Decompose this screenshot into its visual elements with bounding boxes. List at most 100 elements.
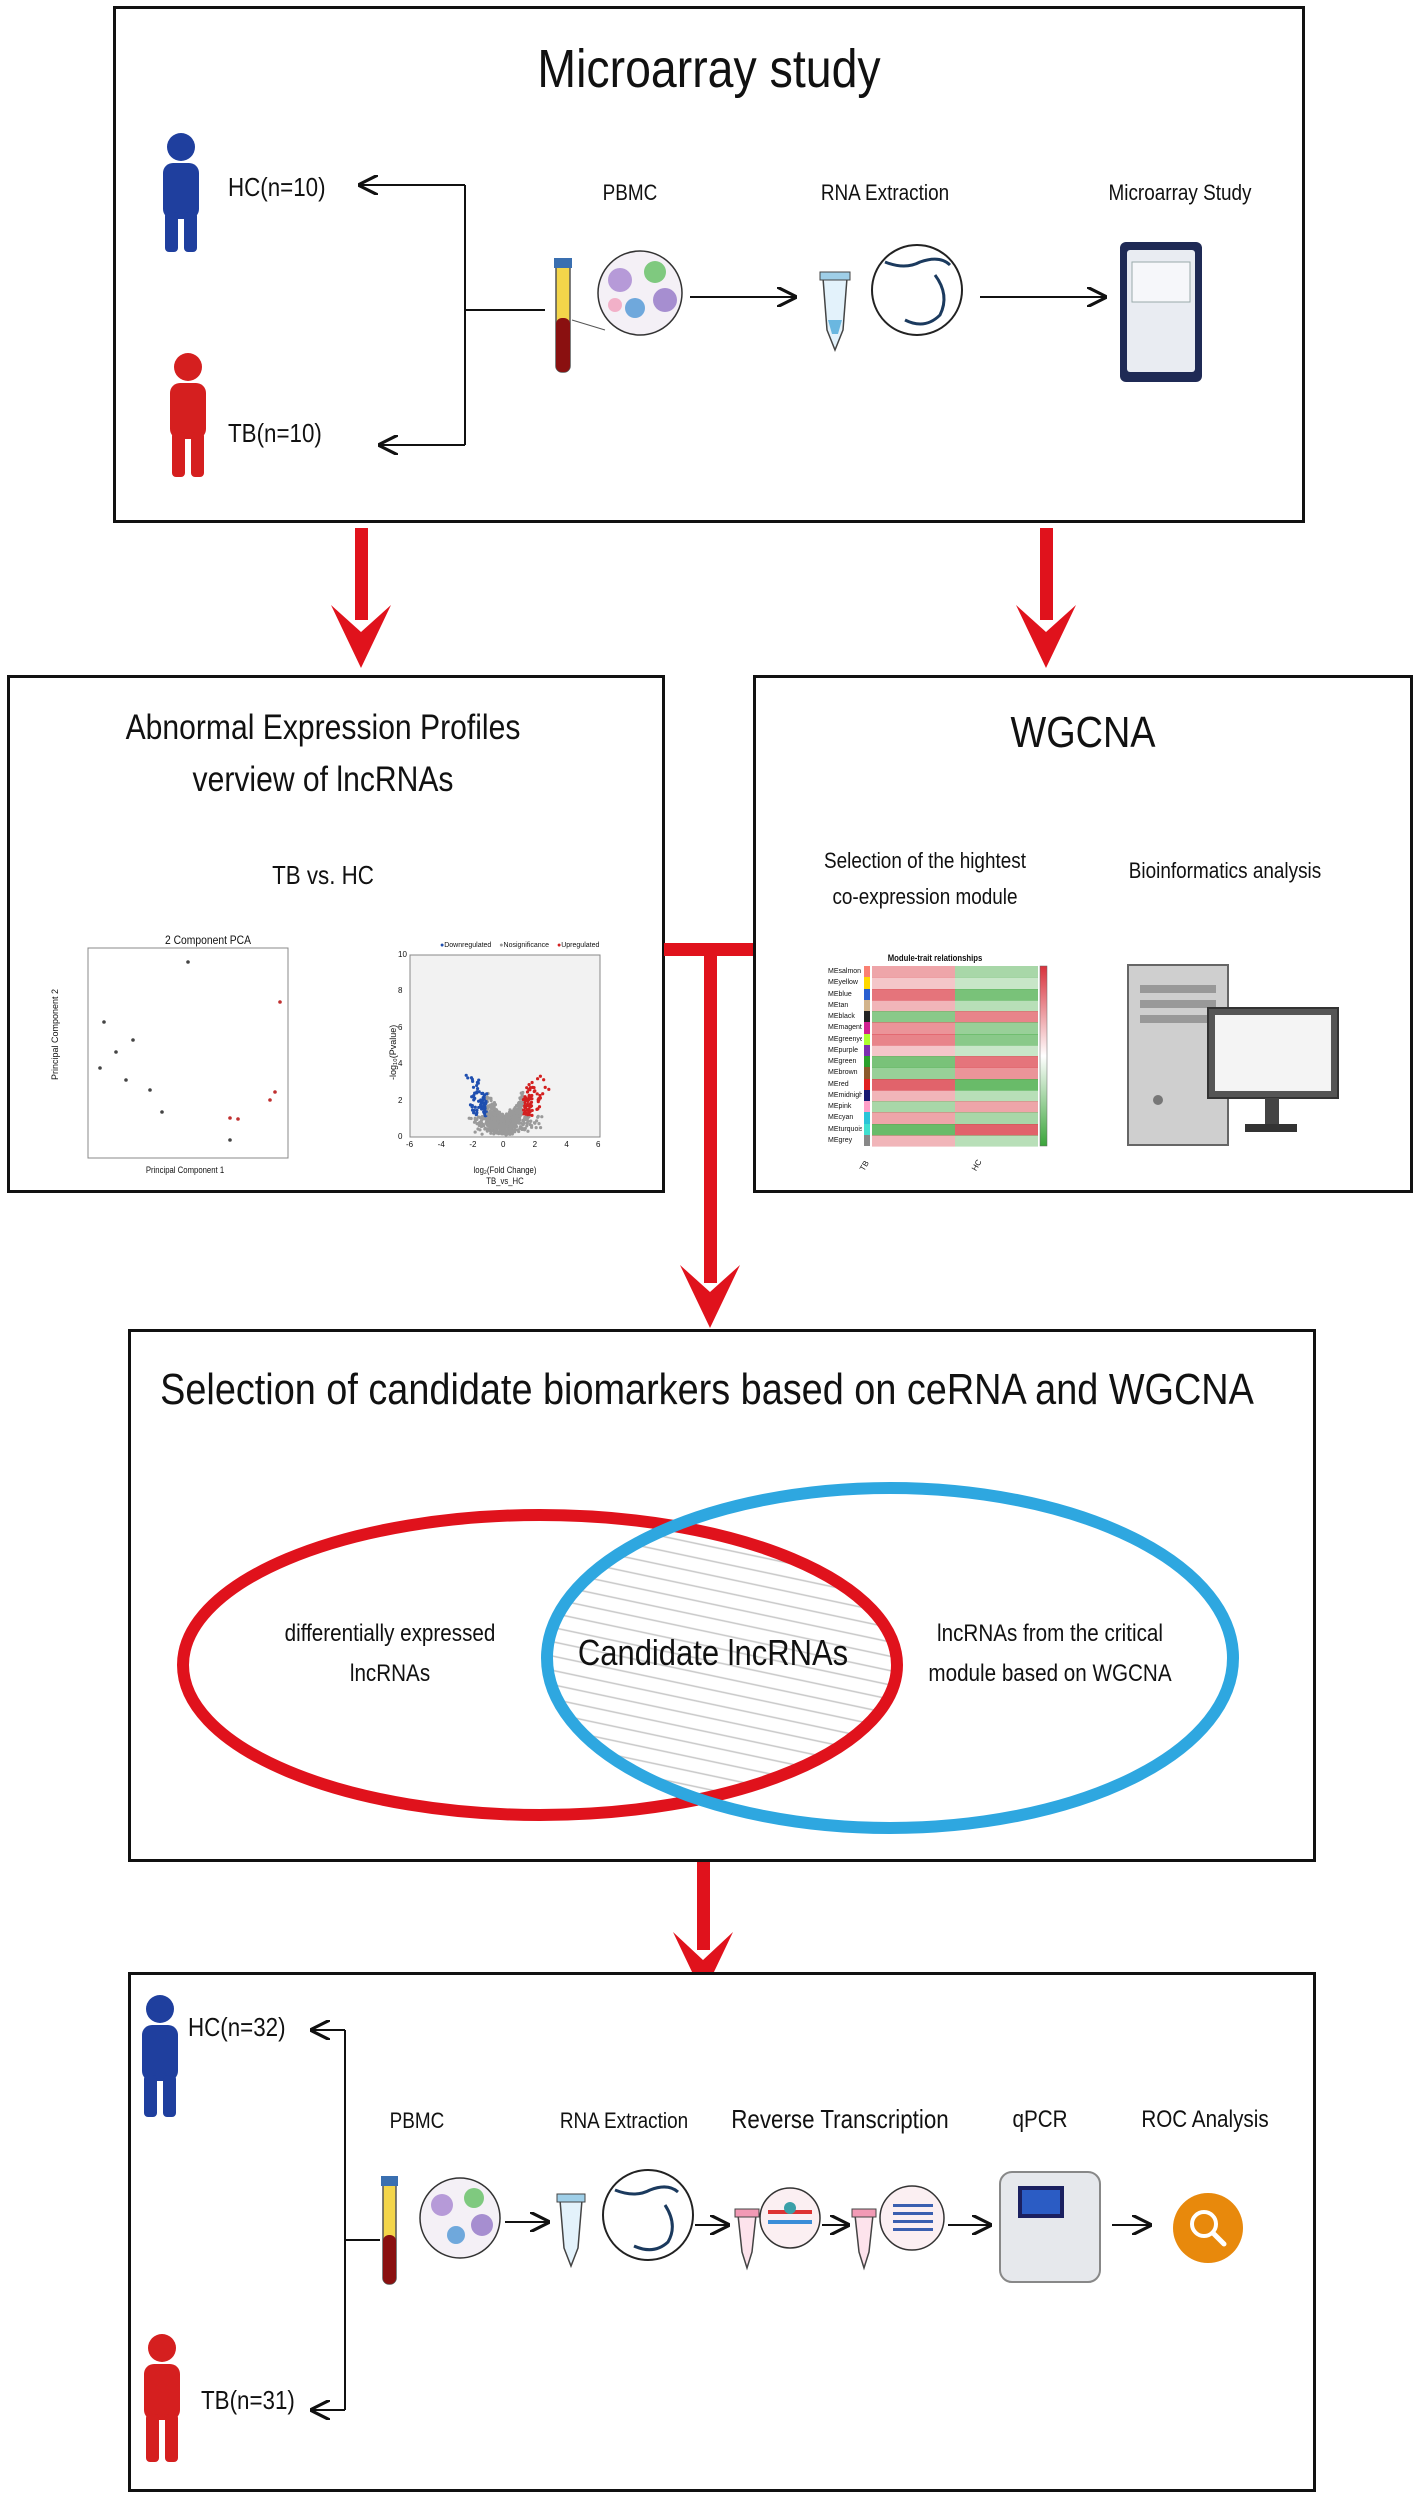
heatmap-module-label: MEpink bbox=[828, 1103, 852, 1110]
volcano-ylabel: -log₁₀(Pvalue) bbox=[388, 1024, 398, 1080]
heatmap-module-label: MEgreenyellow bbox=[828, 1035, 862, 1043]
heatmap-module-label: MEtan bbox=[828, 1001, 849, 1009]
heatmap-module-swatch bbox=[864, 1022, 870, 1034]
pca-xlabel: Principal Component 1 bbox=[145, 1165, 225, 1175]
heatmap-cell bbox=[955, 1134, 1038, 1147]
volcano-legend: ●Downregulated ●Nosignificance ●Upregula… bbox=[440, 942, 599, 949]
heatmap-row: MEblack bbox=[828, 1011, 1038, 1024]
heatmap-module-label: MEgrey bbox=[828, 1136, 853, 1144]
heatmap-cell bbox=[955, 988, 1038, 1001]
heatmap-module-label: MEturquoise bbox=[828, 1125, 862, 1133]
volcano-ytick: 6 bbox=[398, 1022, 403, 1032]
heatmap-module-label: MEpurple bbox=[828, 1046, 858, 1054]
heatmap-row: MEgreen bbox=[828, 1056, 1038, 1069]
candidate-title: Selection of candidate biomarkers based … bbox=[160, 1365, 1254, 1414]
heatmap-module-swatch bbox=[864, 1134, 870, 1146]
comparison-label: TB vs. HC bbox=[272, 860, 374, 890]
heatmap-title: Module-trait relationships bbox=[887, 953, 983, 963]
volcano-ytick: 8 bbox=[398, 986, 403, 996]
pca-title: 2 Component PCA bbox=[164, 933, 252, 947]
heatmap-module-label: MEred bbox=[828, 1080, 849, 1088]
legend-ns: Nosignificance bbox=[503, 942, 550, 949]
rna-extraction-label: RNA Extraction bbox=[820, 180, 950, 205]
hc-group-label-2: HC(n=32) bbox=[188, 2012, 286, 2042]
heatmap-row: MEcyan bbox=[828, 1112, 1038, 1125]
validation-panel bbox=[128, 1972, 1316, 2492]
expression-title-line1: Abnormal Expression Profiles bbox=[125, 708, 521, 747]
heatmap-module-swatch bbox=[864, 1067, 870, 1079]
heatmap-cell bbox=[955, 966, 1038, 979]
microarray-study-label: Microarray Study bbox=[1108, 180, 1252, 205]
heatmap-cell bbox=[872, 1033, 955, 1046]
heatmap-row: MEtan bbox=[828, 999, 1038, 1012]
heatmap-module-swatch bbox=[864, 966, 870, 978]
pbmc-label-2: PBMC bbox=[389, 2108, 445, 2133]
heatmap-cell bbox=[872, 1134, 955, 1147]
heatmap-row: MEblue bbox=[828, 988, 1038, 1001]
wgcna-panel bbox=[753, 675, 1413, 1193]
hc-group-label: HC(n=10) bbox=[228, 172, 326, 202]
heatmap-module-label: MEbrown bbox=[828, 1069, 858, 1077]
heatmap-module-swatch bbox=[864, 1033, 870, 1045]
volcano-xtick: -4 bbox=[437, 1140, 445, 1149]
venn-left-label1: differentially expressed bbox=[284, 1620, 496, 1647]
legend-dot-down: ● bbox=[440, 942, 445, 949]
heatmap-row: MEbrown bbox=[828, 1067, 1038, 1080]
heatmap-module-swatch bbox=[864, 1089, 870, 1101]
heatmap-row: MEmidnightblue bbox=[828, 1089, 1038, 1102]
venn-center-label: Candidate lncRNAs bbox=[577, 1632, 849, 1673]
heatmap-module-label: MEsalmon bbox=[828, 968, 862, 975]
volcano-ytick: 10 bbox=[398, 950, 407, 959]
wgcna-left-label2: co-expression module bbox=[832, 884, 1018, 909]
heatmap-module-swatch bbox=[864, 1056, 870, 1068]
volcano-xtick: 0 bbox=[501, 1140, 506, 1149]
heatmap-row: MEturquoise bbox=[828, 1123, 1038, 1136]
volcano-ytick: 0 bbox=[398, 1132, 403, 1141]
venn-right-label1: lncRNAs from the critical bbox=[937, 1620, 1163, 1647]
heatmap-module-label: MEblack bbox=[828, 1013, 855, 1020]
wgcna-right-label: Bioinformatics analysis bbox=[1128, 858, 1322, 883]
reverse-transcription-label: Reverse Transcription bbox=[731, 2104, 949, 2134]
volcano-xtick: 4 bbox=[564, 1140, 569, 1149]
qpcr-label: qPCR bbox=[1012, 2106, 1068, 2133]
heatmap-module-label: MEgreen bbox=[828, 1058, 857, 1065]
heatmap-cell bbox=[872, 966, 955, 979]
heatmap-row: MEmagenta bbox=[828, 1022, 1038, 1035]
tb-group-label: TB(n=10) bbox=[228, 418, 322, 448]
tb-group-label-2: TB(n=31) bbox=[201, 2385, 295, 2415]
pca-ylabel: Principal Component 2 bbox=[50, 988, 60, 1080]
volcano-sublabel: TB_vs_HC bbox=[486, 1176, 524, 1186]
heatmap-module-label: MEcyan bbox=[828, 1114, 854, 1122]
legend-down: Downregulated bbox=[444, 942, 492, 949]
heatmap-cell bbox=[955, 1123, 1038, 1136]
heatmap-cell bbox=[955, 1033, 1038, 1046]
pbmc-label: PBMC bbox=[602, 180, 658, 205]
heatmap-module-swatch bbox=[864, 1078, 870, 1090]
expression-profile-panel bbox=[7, 675, 665, 1193]
heatmap-cell bbox=[955, 1078, 1038, 1091]
volcano-xtick: 6 bbox=[596, 1140, 601, 1149]
volcano-ytick: 4 bbox=[398, 1059, 403, 1069]
heatmap-module-swatch bbox=[864, 1011, 870, 1023]
heatmap-module-swatch bbox=[864, 977, 870, 989]
volcano-xtick: -2 bbox=[469, 1140, 477, 1149]
microarray-title: Microarray study bbox=[537, 39, 881, 99]
heatmap-cell bbox=[872, 1089, 955, 1102]
legend-dot-ns: ● bbox=[499, 942, 504, 949]
roc-analysis-label: ROC Analysis bbox=[1141, 2106, 1269, 2133]
expression-title-line2: verview of lncRNAs bbox=[192, 760, 454, 799]
heatmap-cell bbox=[955, 1089, 1038, 1102]
heatmap-row: MEgrey bbox=[828, 1134, 1038, 1147]
heatmap-module-label: MEmidnightblue bbox=[828, 1091, 862, 1099]
heatmap-module-swatch bbox=[864, 1123, 870, 1135]
heatmap-module-swatch bbox=[864, 999, 870, 1011]
volcano-ytick: 2 bbox=[398, 1095, 403, 1105]
heatmap-row: MEpurple bbox=[828, 1044, 1038, 1057]
volcano-xtick: 2 bbox=[532, 1140, 538, 1149]
heatmap-module-label: MEmagenta bbox=[828, 1024, 862, 1032]
heatmap-module-swatch bbox=[864, 1044, 870, 1056]
venn-left-label2: lncRNAs bbox=[349, 1660, 431, 1687]
heatmap-cell bbox=[872, 1078, 955, 1091]
heatmap-row: MEyellow bbox=[828, 977, 1038, 990]
